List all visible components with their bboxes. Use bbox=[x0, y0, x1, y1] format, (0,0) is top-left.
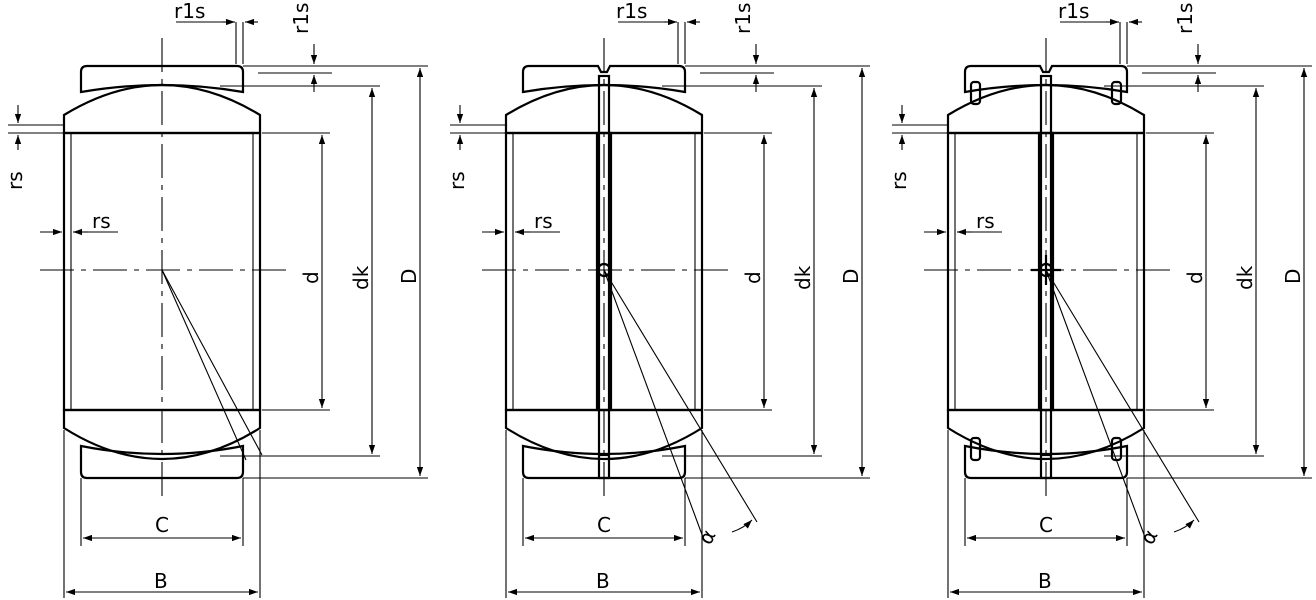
label-r1s-top: r1s bbox=[616, 0, 647, 23]
inner-ring-top bbox=[62, 84, 262, 135]
outer-ring-bottom bbox=[521, 444, 687, 480]
label-dk: dk bbox=[791, 265, 815, 290]
label-rs-side: rs bbox=[887, 171, 911, 190]
label-D: D bbox=[839, 269, 863, 284]
seal-top-left bbox=[969, 80, 982, 106]
inner-ring-bottom bbox=[504, 408, 704, 460]
outer-ring-bottom bbox=[963, 444, 1129, 480]
label-r1s-side: r1s bbox=[1173, 3, 1197, 34]
label-r1s-top: r1s bbox=[174, 0, 205, 23]
label-r1s-side: r1s bbox=[289, 3, 313, 34]
label-C: C bbox=[155, 513, 169, 537]
label-D: D bbox=[397, 269, 421, 284]
label-B: B bbox=[596, 569, 610, 593]
label-D: D bbox=[1281, 269, 1305, 284]
bearing-view-3: α r1s r1s rs rs d dk D C bbox=[887, 0, 1312, 598]
label-dk: dk bbox=[349, 265, 373, 290]
label-alpha: α bbox=[1135, 525, 1162, 548]
label-r1s-top: r1s bbox=[1058, 0, 1089, 23]
outer-ring-top bbox=[963, 64, 1129, 94]
label-B: B bbox=[154, 569, 168, 593]
bearing-view-1: r1s r1s rs rs d dk D C bbox=[3, 0, 428, 598]
label-dk: dk bbox=[1233, 265, 1257, 290]
seal-bottom-left bbox=[969, 436, 982, 462]
label-B: B bbox=[1038, 569, 1052, 593]
label-C: C bbox=[597, 513, 611, 537]
label-rs-side: rs bbox=[3, 171, 27, 190]
label-d: d bbox=[299, 271, 323, 284]
label-r1s-side: r1s bbox=[731, 3, 755, 34]
seal-top-right bbox=[1110, 80, 1123, 106]
label-alpha: α bbox=[693, 525, 720, 548]
label-d: d bbox=[741, 271, 765, 284]
label-rs-inner: rs bbox=[534, 209, 553, 233]
bearing-view-2: α r1s r1s rs rs d dk D C bbox=[445, 0, 870, 598]
inner-ring-top bbox=[504, 84, 704, 135]
inner-ring-bottom bbox=[62, 408, 262, 460]
label-rs-side: rs bbox=[445, 171, 469, 190]
label-rs-inner: rs bbox=[976, 209, 995, 233]
inner-ring-bottom bbox=[946, 408, 1146, 460]
inner-ring-top bbox=[946, 84, 1146, 135]
label-d: d bbox=[1183, 271, 1207, 284]
label-C: C bbox=[1039, 513, 1053, 537]
outer-ring-bottom bbox=[79, 444, 245, 480]
label-rs-inner: rs bbox=[92, 209, 111, 233]
outer-ring-top bbox=[521, 64, 687, 94]
